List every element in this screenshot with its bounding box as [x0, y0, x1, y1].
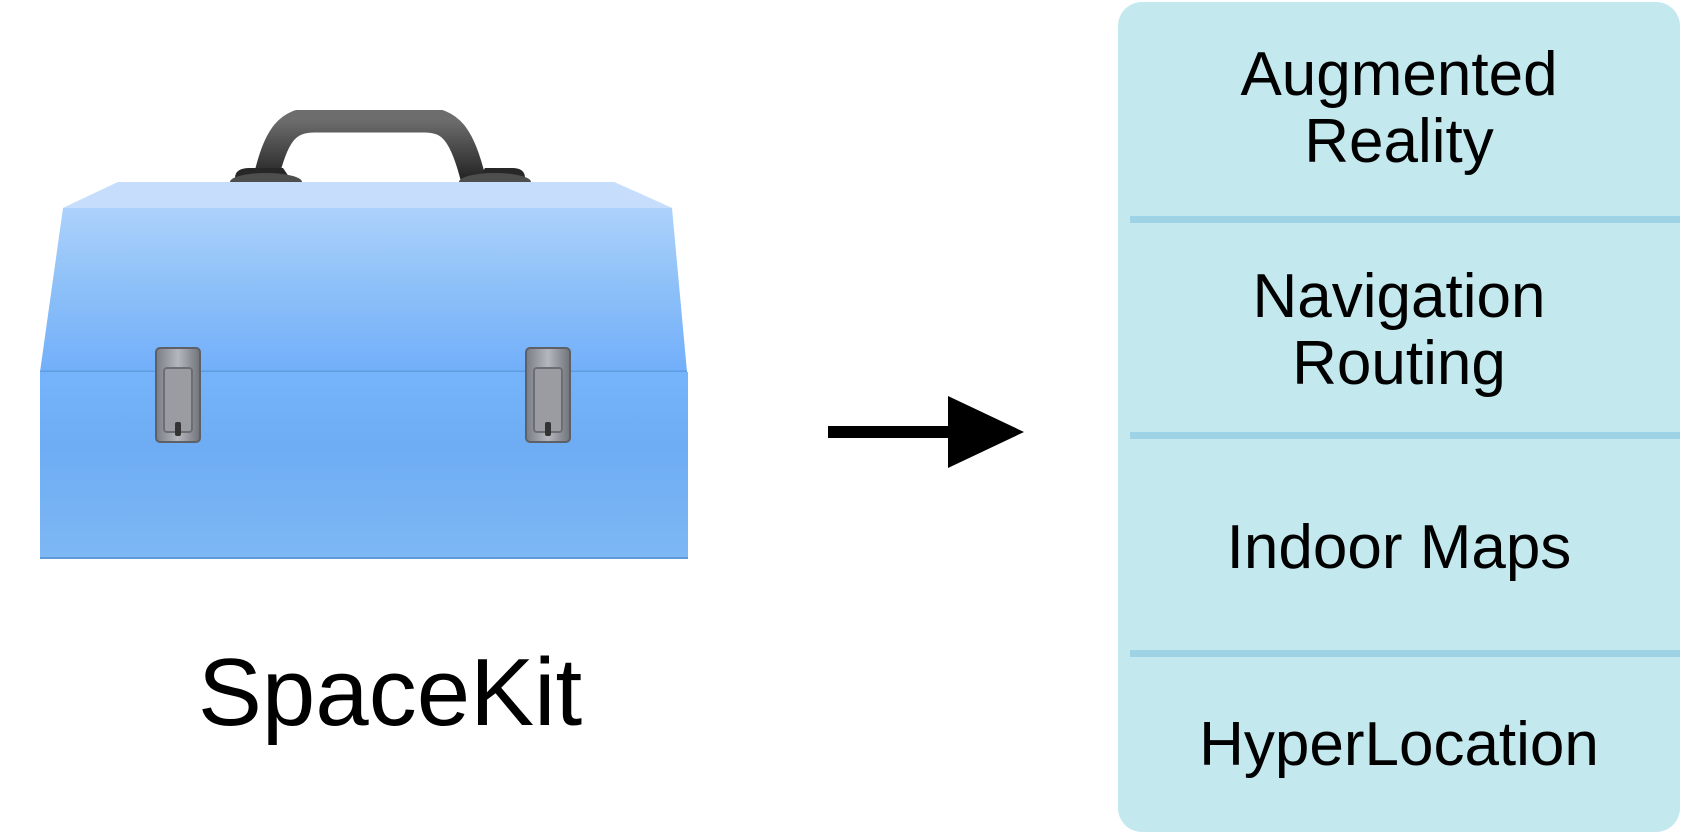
feature-hyperlocation: HyperLocation — [1118, 658, 1680, 832]
feature-panel: Augmented Reality Navigation Routing Ind… — [1118, 2, 1680, 832]
feature-label: Indoor Maps — [1226, 512, 1572, 582]
feature-divider — [1130, 216, 1680, 223]
feature-label: Navigation Routing — [1252, 262, 1546, 398]
feature-divider — [1130, 432, 1680, 439]
right-arrow-icon — [828, 396, 1028, 468]
toolbox-handle — [230, 110, 531, 195]
toolbox-latch-left — [155, 347, 201, 443]
toolkit-title: SpaceKit — [197, 639, 583, 746]
feature-augmented-reality: Augmented Reality — [1118, 2, 1680, 216]
feature-indoor-maps: Indoor Maps — [1118, 440, 1680, 656]
feature-label: Augmented Reality — [1240, 40, 1558, 176]
toolbox-icon — [30, 110, 750, 610]
feature-navigation-routing: Navigation Routing — [1118, 224, 1680, 438]
toolbox-latch-right — [525, 347, 571, 443]
feature-label: HyperLocation — [1199, 709, 1599, 779]
feature-divider — [1130, 650, 1680, 657]
